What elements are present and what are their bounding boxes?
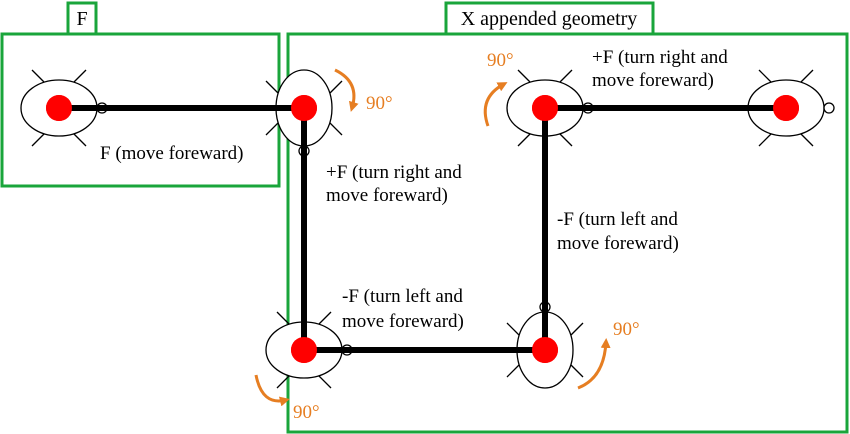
step-label-turn-right: move foreward)	[326, 185, 448, 206]
step-label-turn-left: move foreward)	[342, 311, 464, 332]
angle-label: 90°	[293, 402, 320, 423]
turtle-path	[59, 105, 786, 353]
x-box-title-frame	[444, 1, 655, 36]
f-box-title-frame	[66, 1, 98, 36]
x-box-title: X appended geometry	[461, 8, 638, 30]
turtle-position-dots	[46, 95, 799, 363]
step-label-turn-right: +F (turn right and	[592, 47, 728, 68]
step-label-turn-right: move foreward)	[592, 70, 714, 91]
rotation-arrow-icon	[483, 82, 508, 127]
rotation-arrow-icon	[577, 338, 611, 390]
f-box-title: F	[76, 8, 87, 30]
step-label-turn-left: -F (turn left and	[557, 209, 678, 230]
step-label-turn-left: move foreward)	[557, 233, 679, 254]
step-label-move-forward: F (move foreward)	[100, 143, 244, 164]
angle-label: 90°	[366, 93, 393, 114]
step-label-turn-left: -F (turn left and	[342, 286, 463, 307]
rotation-arrow-icon	[334, 68, 359, 112]
rotation-arrow-icon	[254, 374, 290, 407]
angle-label: 90°	[613, 319, 640, 340]
step-label-turn-right: +F (turn right and	[326, 162, 462, 183]
angle-label: 90°	[487, 50, 514, 71]
